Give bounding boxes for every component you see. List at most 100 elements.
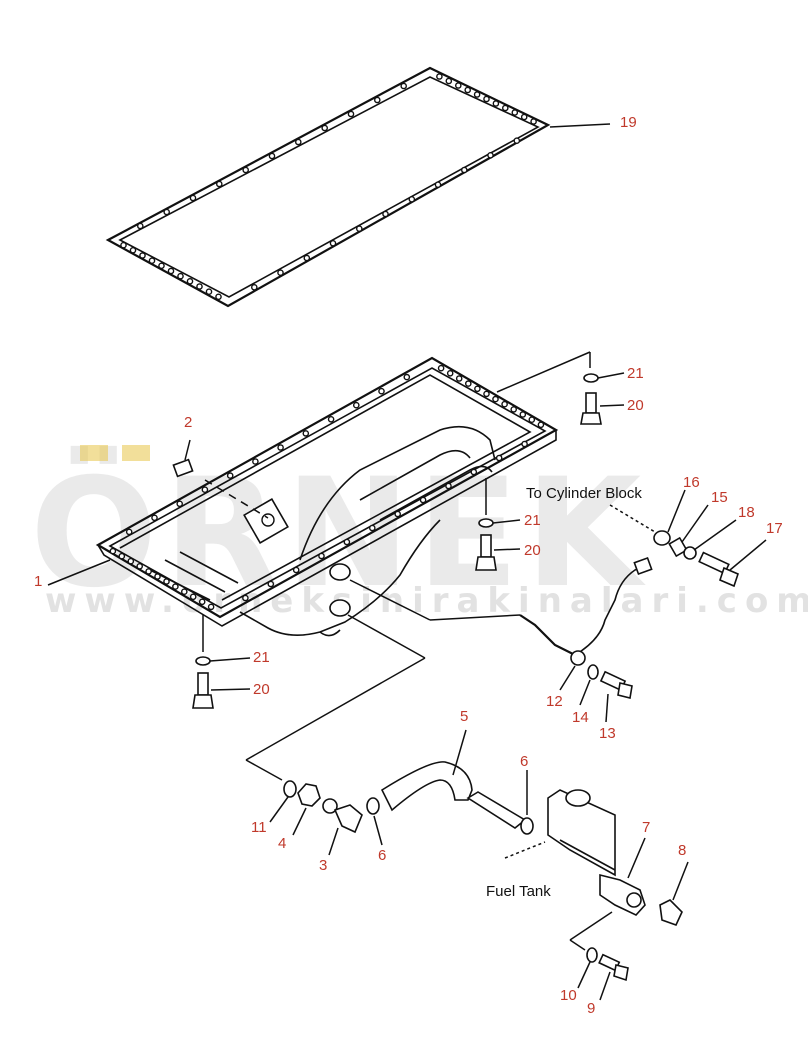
callout-10: 10	[560, 987, 577, 1004]
watermark-url: www.orneksinirakinalari.com.tr	[45, 581, 808, 621]
bolt-hole	[483, 390, 490, 398]
bolt-hole	[148, 257, 156, 265]
watermark-dot-left	[80, 445, 108, 461]
callout-12: 12	[546, 693, 563, 710]
bolt-hole	[394, 510, 402, 518]
bolt-hole	[177, 272, 184, 280]
callout-5: 5	[460, 708, 468, 725]
bolt-hole	[125, 528, 133, 536]
bolt-hole	[172, 583, 179, 590]
hose-part-5	[366, 729, 534, 846]
leader-1	[47, 559, 111, 586]
bolt-hole	[136, 222, 144, 230]
bolt-hole	[400, 82, 408, 90]
bolt-hole	[318, 552, 325, 560]
callout-9: 9	[587, 1000, 595, 1017]
bolt-hole	[460, 166, 468, 174]
bolt-hole	[250, 283, 258, 291]
bolt-hole	[215, 293, 222, 301]
bolt-hole	[189, 194, 197, 202]
bolt-hole	[355, 225, 363, 232]
bolt-hole	[321, 124, 329, 132]
bolt-hole	[445, 482, 452, 490]
fuel-tank-label: Fuel Tank	[486, 883, 551, 900]
callout-20-bottom: 20	[253, 681, 270, 698]
bolt-hole	[501, 104, 509, 112]
callout-18: 18	[738, 504, 755, 521]
bolt-hole	[120, 241, 127, 249]
drain-routing-lines	[245, 579, 521, 781]
callout-1: 1	[34, 573, 42, 590]
bolt-hole	[186, 277, 194, 285]
bolt-hole	[511, 109, 519, 116]
bolt-hole	[487, 151, 494, 159]
bolt-hole	[510, 406, 518, 413]
callout-20-top: 20	[627, 397, 644, 414]
bolt-hole	[215, 180, 223, 188]
callout-13: 13	[599, 725, 616, 742]
bolt-hole	[158, 262, 165, 270]
bolt-hole	[352, 401, 360, 409]
bolt-hole	[242, 594, 249, 602]
bolt-hole	[327, 415, 335, 423]
callout-3: 3	[319, 857, 327, 874]
drain-fittings-3-4-11	[269, 780, 363, 856]
bolt-hole	[513, 137, 521, 144]
callout-8: 8	[678, 842, 686, 859]
bolt-hole	[378, 387, 385, 395]
bolt-hole	[154, 573, 161, 580]
bolt-hole	[294, 138, 302, 146]
bolt-hole	[501, 400, 508, 408]
bolt-hole	[347, 110, 355, 118]
bolt-hole	[519, 411, 527, 418]
bolt-hole	[196, 283, 203, 290]
valve-bracket-part-7	[504, 789, 689, 951]
bolt-hole	[129, 246, 137, 254]
bolt-hole	[436, 73, 443, 80]
callout-20-center: 20	[524, 542, 541, 559]
bolt-hole	[163, 208, 170, 216]
callout-19: 19	[620, 114, 637, 131]
bolt-set-top-right	[496, 351, 625, 425]
bolt-hole	[495, 454, 503, 462]
bolt-hole	[492, 395, 499, 403]
bolt-hole	[470, 468, 478, 476]
bolt-hole	[198, 598, 206, 606]
plug-part-2	[172, 439, 269, 519]
bolt-hole	[373, 96, 381, 104]
bolt-hole	[118, 552, 126, 560]
bolt-hole	[167, 267, 175, 275]
bolt-hole	[201, 486, 209, 494]
bolt-hole	[520, 113, 528, 121]
bolt-hole	[151, 514, 158, 522]
bolt-hole	[303, 254, 311, 262]
bolt-set-center	[475, 478, 521, 571]
bolt-hole	[109, 547, 117, 555]
bolt-hole	[454, 82, 462, 89]
bolt-hole	[464, 380, 472, 387]
leader-19	[549, 123, 611, 128]
bolt-hole	[445, 77, 453, 85]
callout-6-left: 6	[378, 847, 386, 864]
callout-14: 14	[572, 709, 589, 726]
bolt-hole	[473, 91, 481, 98]
callout-21-bottom: 21	[253, 649, 270, 666]
bolt-hole	[419, 496, 427, 504]
callout-15: 15	[711, 489, 728, 506]
bolt-hole	[207, 603, 215, 611]
bolt-hole	[537, 421, 545, 429]
bolt-hole	[277, 269, 284, 277]
bolt-hole	[189, 593, 197, 601]
bolt-hole	[329, 239, 337, 247]
bolt-hole	[368, 524, 376, 532]
watermark-dot-right	[122, 445, 150, 461]
bolt-hole	[163, 578, 170, 585]
bolt-parts-9-10	[577, 947, 629, 1001]
bolt-hole	[205, 288, 213, 296]
bolt-hole	[226, 472, 234, 479]
callout-11: 11	[251, 819, 267, 836]
bolt-hole	[343, 538, 351, 546]
bolt-hole	[292, 566, 300, 574]
bolt-hole	[530, 118, 537, 125]
